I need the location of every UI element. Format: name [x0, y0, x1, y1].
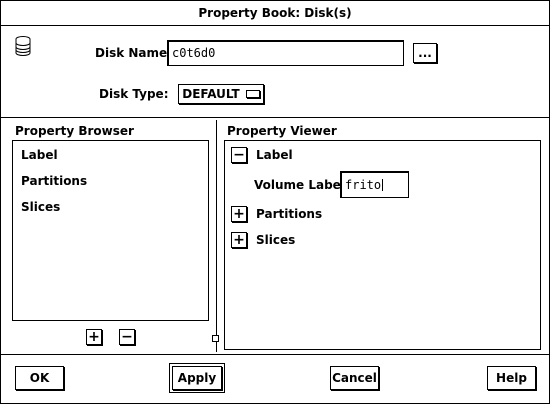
- collapse-label-button[interactable]: −: [231, 147, 247, 163]
- apply-button-label: Apply: [177, 371, 217, 385]
- disk-icon: [15, 36, 31, 56]
- browse-disk-button[interactable]: ...: [413, 43, 437, 63]
- browser-item-label[interactable]: Label: [21, 148, 58, 162]
- ok-button[interactable]: OK: [15, 366, 64, 390]
- disk-name-field[interactable]: c0t6d0: [167, 40, 404, 66]
- pane-sash-handle[interactable]: [212, 335, 219, 342]
- volume-label-label: Volume Label:: [254, 178, 350, 192]
- volume-label-value: frito: [345, 177, 382, 192]
- text-cursor: [382, 178, 384, 191]
- disk-name-label: Disk Name:: [95, 46, 172, 60]
- property-browser-title: Property Browser: [15, 124, 134, 138]
- browser-item-slices[interactable]: Slices: [21, 200, 61, 214]
- property-browser-list[interactable]: Label Partitions Slices: [12, 140, 209, 321]
- browser-add-button[interactable]: +: [86, 329, 102, 345]
- disk-name-value: c0t6d0: [172, 46, 216, 60]
- volume-label-field[interactable]: frito: [340, 171, 409, 198]
- help-button-label: Help: [496, 371, 527, 385]
- option-menu-indicator-icon: [245, 90, 260, 98]
- disk-type-value: DEFAULT: [182, 87, 240, 101]
- window-titlebar[interactable]: Property Book: Disk(s): [1, 1, 549, 26]
- apply-button[interactable]: Apply: [169, 363, 225, 393]
- viewer-section-label: Label: [256, 148, 293, 162]
- footer-separator: [1, 354, 549, 355]
- pane-divider: [216, 120, 217, 352]
- expand-slices-button[interactable]: +: [231, 232, 247, 248]
- disk-type-menu-button[interactable]: DEFAULT: [178, 84, 264, 104]
- window-title: Property Book: Disk(s): [198, 6, 352, 20]
- disk-type-label: Disk Type:: [99, 87, 169, 101]
- header-separator: [1, 117, 549, 118]
- cancel-button[interactable]: Cancel: [330, 366, 379, 390]
- help-button[interactable]: Help: [487, 366, 536, 390]
- browse-disk-button-label: ...: [418, 46, 432, 60]
- browser-item-partitions[interactable]: Partitions: [21, 174, 88, 188]
- ok-button-label: OK: [29, 371, 50, 385]
- expand-partitions-button[interactable]: +: [231, 206, 247, 222]
- cancel-button-label: Cancel: [332, 371, 377, 385]
- viewer-section-slices: Slices: [256, 233, 296, 247]
- viewer-section-partitions: Partitions: [256, 207, 323, 221]
- property-viewer-title: Property Viewer: [227, 124, 337, 138]
- property-viewer-panel: − Label Volume Label: frito + Partitions…: [224, 140, 541, 350]
- browser-remove-button[interactable]: −: [119, 329, 135, 345]
